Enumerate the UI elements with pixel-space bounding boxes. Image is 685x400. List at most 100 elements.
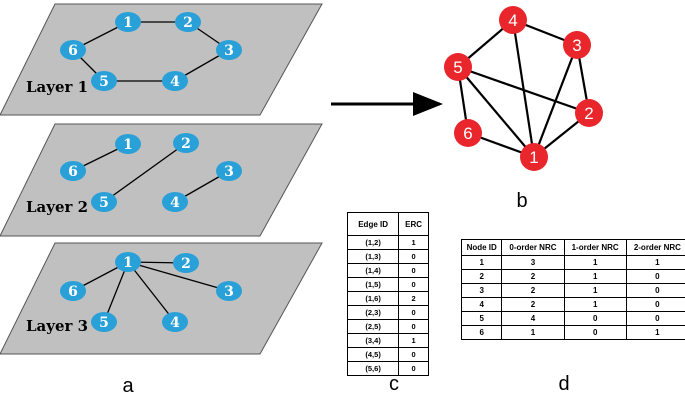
layer-node [173,253,199,273]
layer-node-label: 6 [68,43,78,59]
layer-node [162,192,188,212]
layer-node [173,133,199,153]
layer-node-label: 3 [224,164,234,180]
layer-node-label: 4 [170,315,180,331]
column-header: 2-order NRC [625,239,685,256]
panel-letter-b: b [516,190,527,212]
layer-node [162,312,188,332]
merged-node [563,31,591,59]
table-cell: 4 [460,297,503,312]
table-cell: 0 [398,249,429,264]
table-cell: (1,2) [346,235,400,250]
table-cell: 0 [625,269,685,284]
layer-plane [0,3,323,116]
layer-node-label: 1 [123,255,133,271]
erc-table-row: (3,4)1 [346,333,429,348]
layer-label: Layer 1 [26,78,88,96]
layer-edge [103,142,187,203]
table-cell: (1,3) [346,249,400,264]
column-header: 0-order NRC [501,239,565,256]
table-cell: 1 [460,255,503,270]
table-cell: 3 [460,283,503,298]
table-cell: 0 [625,297,685,312]
erc-table-row: (1,5)0 [346,277,429,292]
merged-node [454,119,482,147]
merged-node [499,6,527,34]
layer-node-label: 1 [123,15,133,31]
layer-edge [127,261,230,292]
column-header: 1-order NRC [563,239,627,256]
column-header: Edge ID [346,212,400,236]
layer-node [216,281,242,301]
layer-node-label: 3 [224,284,234,300]
layer-node [60,40,86,60]
layer-node-label: 1 [123,137,133,153]
layer-node [115,12,141,32]
table-cell: (2,5) [346,319,400,334]
layer-node [60,281,86,301]
layer-node [115,134,141,154]
erc-table-row: (2,3)0 [346,305,429,320]
table-cell: 0 [625,311,685,326]
merged-node-label: 3 [572,36,581,55]
layer-edge [127,261,176,323]
layer-node-label: 2 [181,256,191,272]
panel-letter-c: c [389,373,399,395]
table-cell: 1 [563,269,627,284]
column-header: ERC [398,212,429,236]
erc-table-row: (5,6)0 [346,361,429,376]
table-cell: 0 [398,347,429,362]
merged-node-label: 5 [453,58,462,77]
layer-edge [103,261,129,323]
layer-node [216,161,242,181]
layer-node-label: 2 [183,15,193,31]
table-cell: 4 [501,311,565,326]
table-cell: 2 [501,297,565,312]
layer-label: Layer 2 [26,198,88,216]
table-cell: 1 [563,255,627,270]
table-cell: 0 [398,319,429,334]
merged-node [444,53,472,81]
table-cell: 5 [460,311,503,326]
table-cell: 0 [398,305,429,320]
erc-table-row: (4,5)0 [346,347,429,362]
table-cell: 1 [398,235,429,250]
layer-node-label: 3 [224,43,234,59]
table-cell: (5,6) [346,361,400,376]
layer-node [91,71,117,91]
table-cell: 1 [398,333,429,348]
layer-node [91,192,117,212]
table-cell: 1 [563,283,627,298]
table-cell: 2 [460,269,503,284]
layer-node-label: 6 [68,164,78,180]
table-cell: (4,5) [346,347,400,362]
table-cell: 1 [563,297,627,312]
table-cell: 0 [398,277,429,292]
merged-node [520,143,548,171]
layer-node [162,71,188,91]
merged-node [575,99,603,127]
layer-node-label: 4 [170,74,180,90]
layer-node [115,252,141,272]
layer-node-label: 5 [99,74,109,90]
table-cell: 0 [563,311,627,326]
table-cell: 0 [625,283,685,298]
layer-node [175,12,201,32]
table-cell: (2,3) [346,305,400,320]
column-header: Node ID [460,239,503,256]
table-cell: 1 [501,325,565,340]
